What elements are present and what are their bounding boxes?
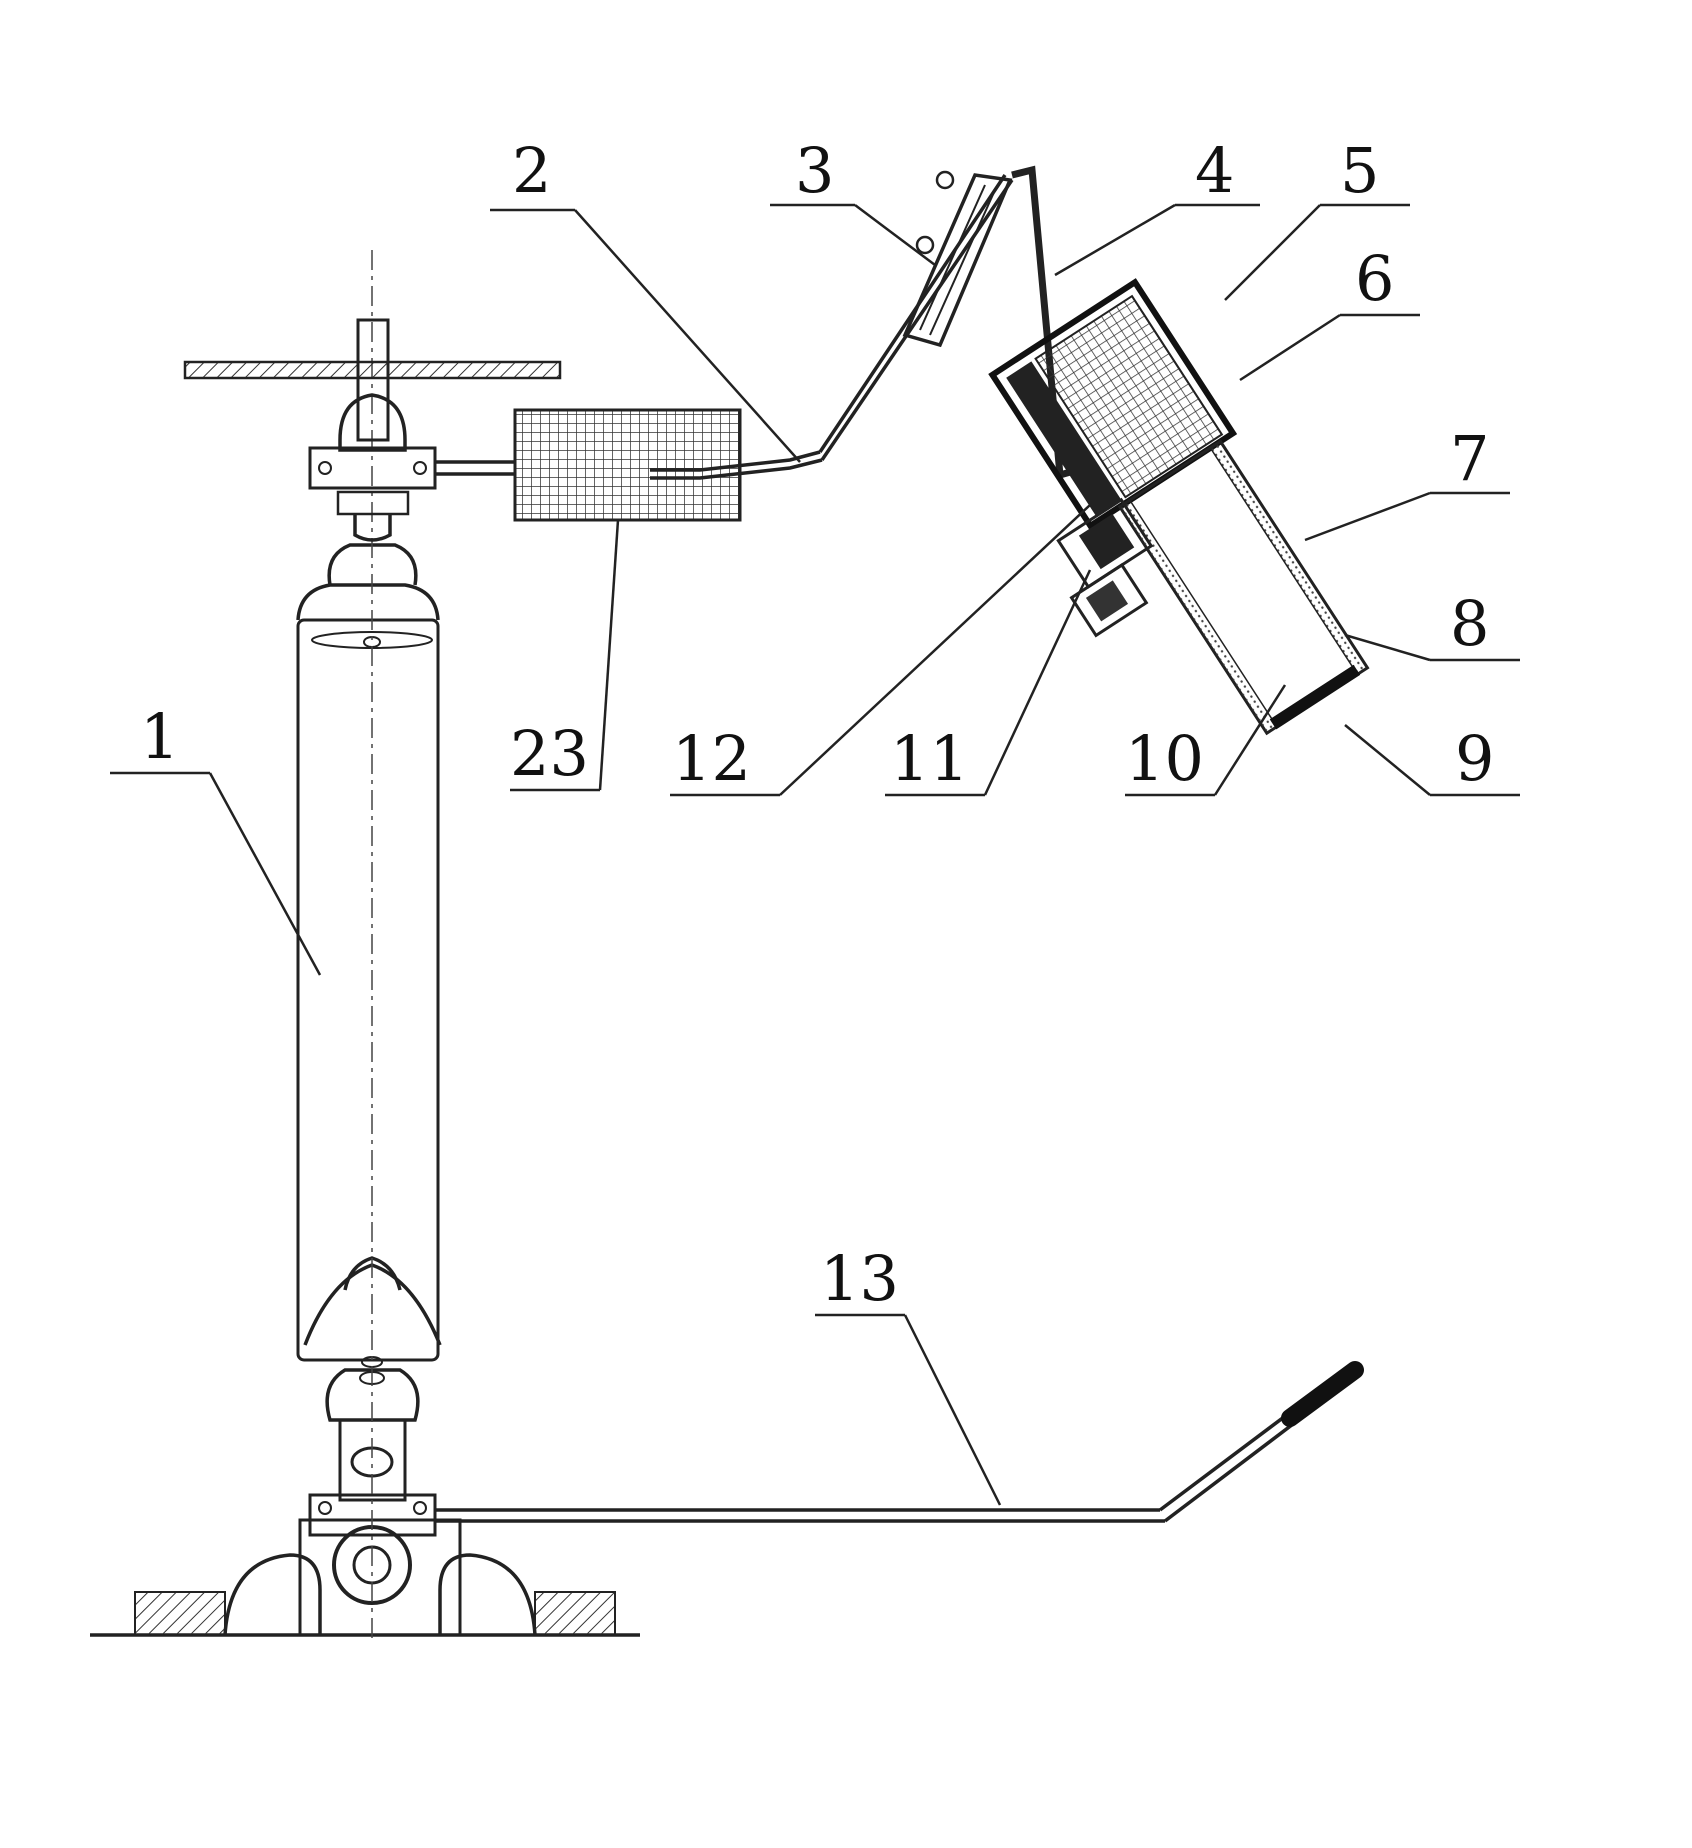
label-2: 2	[512, 134, 551, 207]
cylinder-assembly	[946, 282, 1381, 784]
label-8: 8	[1450, 587, 1489, 660]
operating-handle	[435, 1370, 1355, 1521]
handle-grip	[1290, 1370, 1355, 1418]
counterweight	[515, 410, 740, 520]
label-11: 11	[890, 722, 969, 795]
label-7: 7	[1450, 422, 1489, 495]
label-5: 5	[1340, 134, 1379, 207]
label-10: 10	[1125, 722, 1204, 795]
upper-arm	[435, 175, 1012, 520]
label-1: 1	[140, 700, 179, 773]
label-9: 9	[1455, 722, 1494, 795]
label-4: 4	[1195, 134, 1234, 207]
ground-base	[90, 1520, 640, 1635]
label-23: 23	[510, 717, 589, 790]
label-12: 12	[672, 722, 751, 795]
insulator-column	[298, 250, 440, 1640]
label-3: 3	[795, 134, 834, 207]
label-6: 6	[1355, 242, 1394, 315]
label-13: 13	[820, 1242, 899, 1315]
reference-numerals: 2 3 4 5 6 7 8 9 10 11 12 23 1 13	[140, 134, 1494, 1315]
